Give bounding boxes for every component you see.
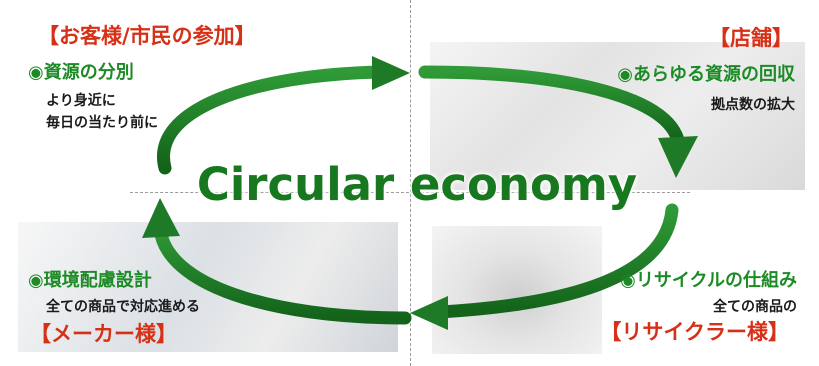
recycling-note: 全ての商品の <box>713 299 797 315</box>
bullet-icon: ◉ <box>28 270 44 291</box>
arrow-left <box>153 221 412 325</box>
collection-item: ◉あらゆる資源の回収 <box>617 66 795 84</box>
eco-design-note: 全ての商品で対応進める <box>46 299 200 315</box>
bullet-icon: ◉ <box>620 270 636 291</box>
recycler-heading: 【リサイクラー様】 <box>600 320 789 344</box>
store-heading: 【店舗】 <box>709 26 793 50</box>
arrow-right <box>418 65 685 147</box>
sorting-item-label: 資源の分別 <box>43 62 134 83</box>
maker-heading: 【メーカー様】 <box>30 322 177 346</box>
bullet-icon: ◉ <box>28 62 44 83</box>
arrow-right-head <box>658 136 698 178</box>
arrow-left-head <box>142 198 180 238</box>
diagram-title: Circular economy <box>196 158 638 211</box>
eco-design-item: ◉環境配慮設計 <box>28 272 152 290</box>
recycling-item-label: リサイクルの仕組み <box>635 270 797 291</box>
recycling-item: ◉リサイクルの仕組み <box>620 272 797 290</box>
sorting-item: ◉資源の分別 <box>28 64 134 82</box>
eco-design-item-label: 環境配慮設計 <box>43 270 152 291</box>
shop-photo <box>430 42 805 190</box>
horizontal-divider <box>130 192 690 193</box>
arrow-top <box>157 65 387 175</box>
collection-note: 拠点数の拡大 <box>711 97 795 113</box>
arrow-bottom <box>433 203 679 319</box>
arrow-top-head <box>372 56 410 90</box>
arrow-bottom-head <box>410 296 448 330</box>
collection-item-label: あらゆる資源の回収 <box>633 64 795 85</box>
sorting-note-2: 毎日の当たり前に <box>46 115 158 131</box>
citizen-heading: 【お客様/市民の参加】 <box>38 24 256 48</box>
sorting-note-1: より身近に <box>46 93 116 109</box>
bullet-icon: ◉ <box>617 64 633 85</box>
vertical-divider <box>410 0 411 366</box>
